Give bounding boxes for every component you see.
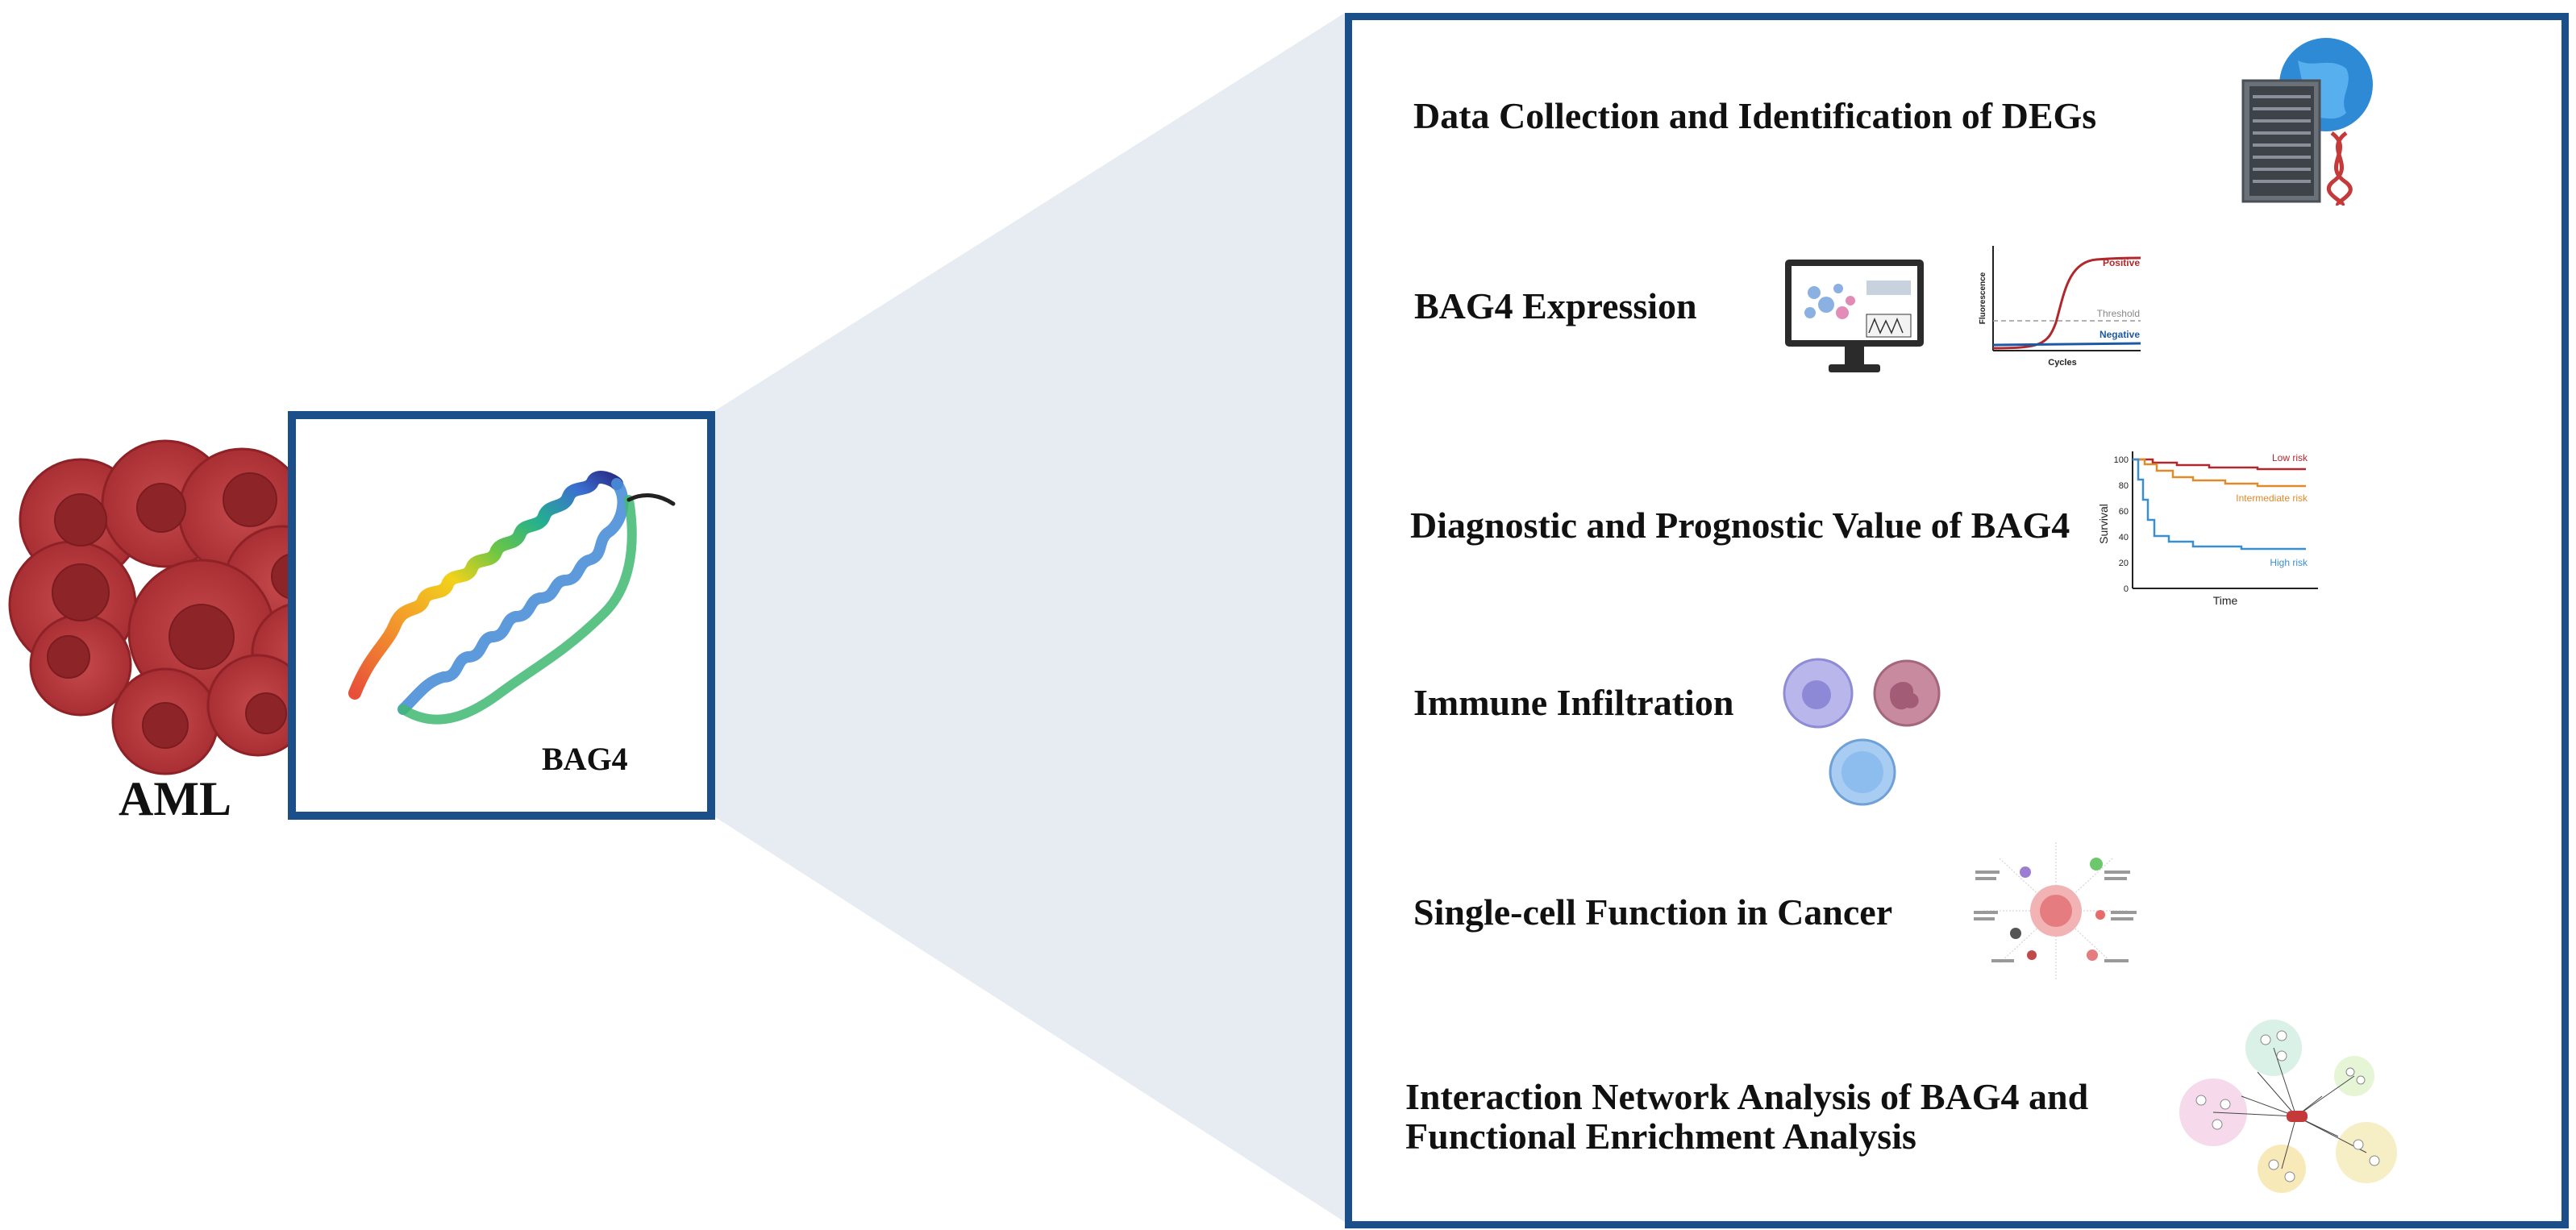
- qpcr-x-label: Cycles: [2048, 358, 2076, 368]
- survival-legend-high: High risk: [2270, 557, 2308, 568]
- workflow-frame: [1345, 13, 2569, 1228]
- step-label-single-cell: Single-cell Function in Cancer: [1413, 891, 1893, 933]
- survival-series-low: [2133, 458, 2306, 471]
- step-label-bag4-expression: BAG4 Expression: [1414, 285, 1697, 326]
- server-dna-globe-icon: [2241, 38, 2373, 206]
- immune-cells-icon: [1783, 658, 1941, 806]
- step-label-interaction-network-line1: Interaction Network Analysis of BAG4 and: [1405, 1076, 2089, 1117]
- survival-legend-low: Low risk: [2272, 452, 2308, 463]
- qpcr-y-label: Fluorescence: [1979, 272, 1987, 324]
- survival-curve-icon: 100 80 60 40 20 0 Low risk Intermediate …: [2097, 451, 2318, 607]
- survival-ytick: 20: [2119, 559, 2129, 568]
- survival-ytick: 60: [2119, 507, 2129, 517]
- step-label-immune-infiltration: Immune Infiltration: [1413, 682, 1734, 723]
- step-label-diagnostic-prognostic: Diagnostic and Prognostic Value of BAG4: [1410, 505, 2070, 546]
- interaction-network-icon: [2179, 1020, 2397, 1193]
- survival-series-intermediate: [2133, 458, 2306, 488]
- survival-ytick: 80: [2119, 481, 2129, 491]
- step-label-interaction-network-line2: Functional Enrichment Analysis: [1405, 1116, 1916, 1157]
- survival-y-label: Survival: [2097, 504, 2110, 544]
- qpcr-negative-label: Negative: [2100, 329, 2140, 340]
- qpcr-threshold-label: Threshold: [2097, 308, 2140, 319]
- cancer-label: AML: [119, 772, 231, 825]
- monitor-icon: [1785, 260, 1924, 372]
- survival-series-high: [2133, 458, 2306, 551]
- qpcr-positive-label: Positive: [2103, 257, 2140, 268]
- qpcr-curve-icon: Positive Threshold Negative Cycles Fluor…: [1979, 246, 2141, 368]
- aml-cell-cluster-icon: [8, 439, 354, 775]
- protein-label: BAG4: [542, 741, 628, 777]
- survival-legend-intermediate: Intermediate risk: [2236, 492, 2308, 504]
- protein-frame: [288, 411, 715, 820]
- survival-x-label: Time: [2213, 594, 2238, 607]
- survival-ytick: 100: [2114, 455, 2129, 465]
- survival-ytick: 40: [2119, 533, 2129, 542]
- survival-ytick: 0: [2124, 584, 2129, 594]
- cancer-functions-wheel-icon: [1974, 842, 2137, 979]
- step-label-data-collection: Data Collection and Identification of DE…: [1413, 95, 2097, 136]
- bag4-protein-structure-icon: [348, 471, 676, 725]
